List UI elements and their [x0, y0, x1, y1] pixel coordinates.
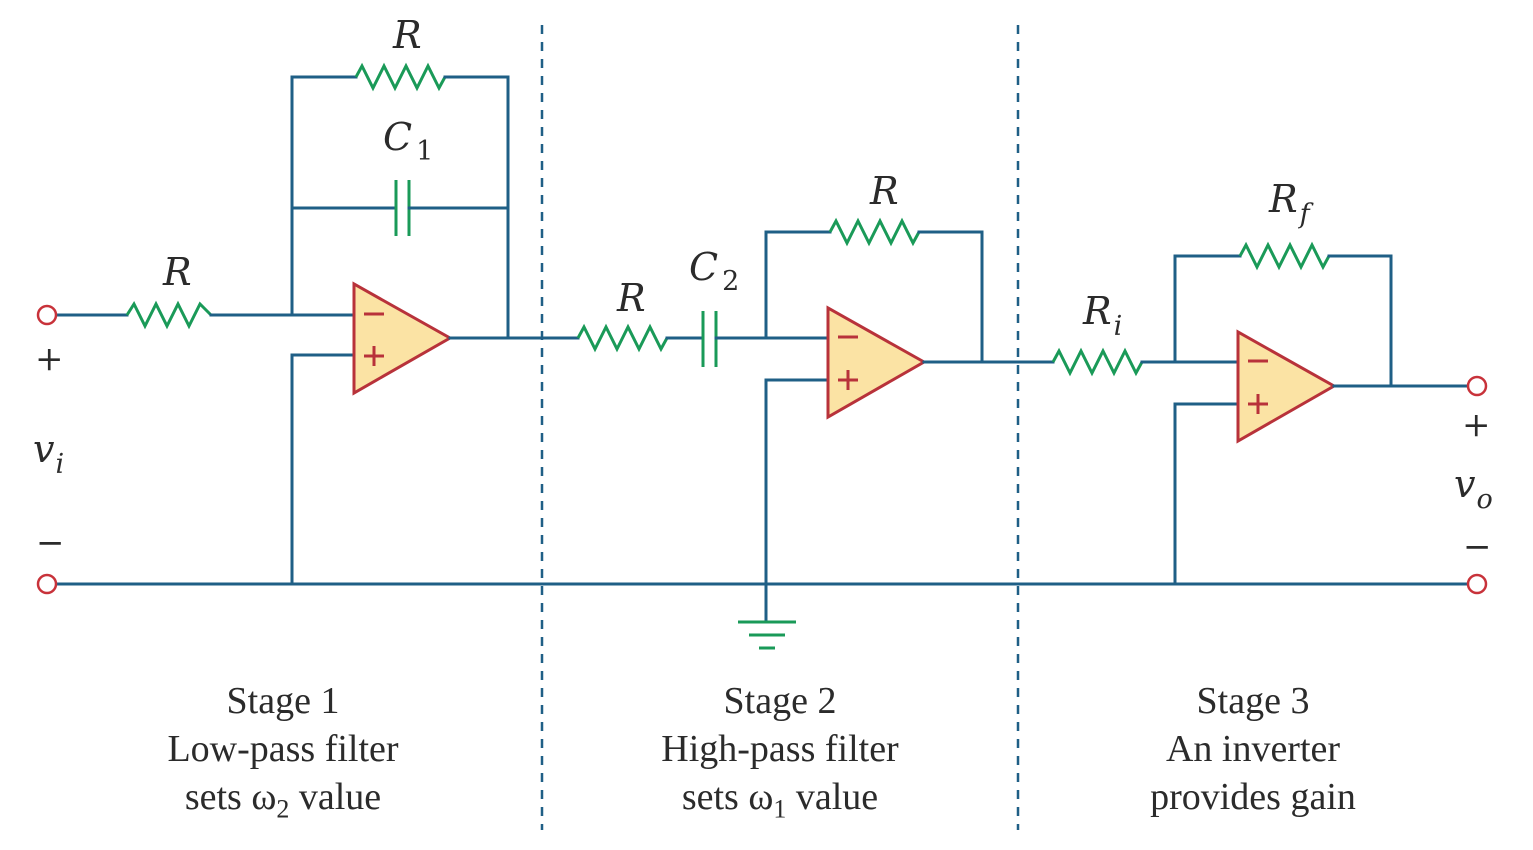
- label-ri: Ri: [1082, 289, 1122, 342]
- label-r-input: R: [162, 250, 192, 294]
- input-terminal-positive: [36, 304, 58, 326]
- op-amp-2: [826, 305, 928, 420]
- ground-icon: [738, 620, 796, 650]
- stage-2-line2: sets ω1 value: [681, 776, 879, 824]
- label-rf: Rf: [1268, 177, 1314, 230]
- output-terminal-positive: [1466, 375, 1488, 397]
- stage-2-line1: High-pass filter: [661, 728, 899, 770]
- vo-minus: −: [1463, 527, 1492, 567]
- label-vi: vi: [33, 427, 64, 480]
- stage-2-caption: Stage 2 High-pass filter sets ω1 value: [600, 677, 960, 834]
- output-terminal-negative: [1466, 573, 1488, 595]
- op-amp-3: [1236, 329, 1338, 444]
- resistor-input-r: [125, 300, 213, 330]
- resistor-feedback-r1: [354, 62, 447, 92]
- stage-1-title: Stage 1: [226, 680, 340, 722]
- op-amp-1: [352, 281, 454, 396]
- vo-plus: +: [1462, 405, 1491, 445]
- stage-3-circuit: [1051, 241, 1470, 586]
- stage-2-circuit: [576, 217, 1055, 650]
- resistor-rf: [1238, 241, 1331, 271]
- stage-3-title: Stage 3: [1196, 680, 1310, 722]
- resistor-feedback-r2: [828, 217, 921, 247]
- stage-1-circuit: [54, 62, 580, 586]
- stage-1-caption: Stage 1 Low-pass filter sets ω2 value: [103, 677, 463, 834]
- label-r-feedback1: R: [392, 13, 422, 57]
- stage-2-title: Stage 2: [723, 680, 837, 722]
- label-vo: vo: [1454, 462, 1493, 515]
- stage-1-line1: Low-pass filter: [167, 728, 399, 770]
- vi-minus: −: [36, 523, 65, 563]
- input-terminal-negative: [36, 573, 58, 595]
- label-r-stage2: R: [616, 276, 646, 320]
- stage-3-line1: An inverter: [1165, 728, 1341, 770]
- stage-3-caption: Stage 3 An inverter provides gain: [1073, 677, 1433, 834]
- stage-3-line2: provides gain: [1150, 776, 1356, 818]
- stage-1-line2: sets ω2 value: [184, 776, 382, 824]
- label-r-feedback2: R: [869, 169, 899, 213]
- resistor-stage2-r: [576, 323, 669, 353]
- vi-plus: +: [35, 339, 64, 379]
- resistor-ri: [1051, 347, 1144, 377]
